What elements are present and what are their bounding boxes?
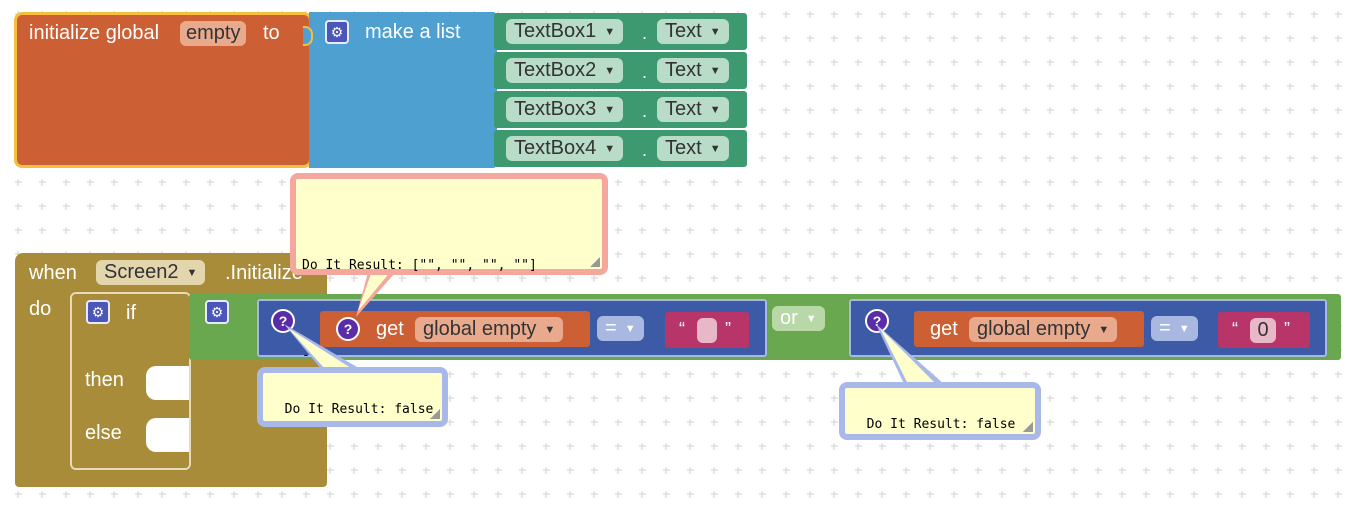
bubble-pointer-top bbox=[356, 265, 402, 317]
component-name: TextBox4 bbox=[514, 137, 597, 159]
do-label: do bbox=[29, 298, 52, 320]
bubble-pointer-right bbox=[876, 324, 944, 384]
operator: = bbox=[605, 317, 617, 339]
dot-label: . bbox=[642, 62, 648, 82]
equals-operator-dropdown[interactable]: =▼ bbox=[1151, 316, 1198, 341]
chevron-down-icon: ▼ bbox=[709, 26, 721, 38]
get-block-left[interactable]: ? get global empty ▼ bbox=[320, 311, 590, 347]
chevron-down-icon: ▼ bbox=[624, 323, 636, 335]
variable-name: global empty bbox=[977, 318, 1091, 340]
or-operator-dropdown[interactable]: or ▼ bbox=[772, 306, 825, 331]
chevron-down-icon: ▼ bbox=[604, 26, 616, 38]
resize-handle[interactable] bbox=[1023, 422, 1033, 432]
else-label: else bbox=[85, 422, 122, 444]
property-name: Text bbox=[665, 98, 702, 120]
close-quote: ” bbox=[725, 319, 731, 339]
result-text: Do It Result: false bbox=[284, 402, 434, 417]
resize-handle[interactable] bbox=[590, 257, 600, 267]
result-bubble-right: Do It Result: false bbox=[839, 382, 1041, 440]
result-text: Do It Result: ["", "", "", ""] bbox=[302, 258, 537, 273]
chevron-down-icon: ▼ bbox=[709, 143, 721, 155]
list-item[interactable]: TextBox4 ▼ . Text ▼ bbox=[494, 130, 747, 167]
property-dropdown[interactable]: Text ▼ bbox=[657, 58, 729, 83]
chevron-down-icon: ▼ bbox=[604, 104, 616, 116]
result-text: Do It Result: false bbox=[866, 417, 1016, 432]
variable-dropdown[interactable]: global empty ▼ bbox=[415, 317, 564, 342]
open-quote: “ bbox=[1232, 319, 1238, 339]
get-block-right[interactable]: get global empty ▼ bbox=[914, 311, 1144, 347]
text-block-left[interactable]: “ ” bbox=[665, 312, 749, 348]
chevron-down-icon: ▼ bbox=[1178, 323, 1190, 335]
dot-label: . bbox=[642, 23, 648, 43]
text-value-field[interactable] bbox=[697, 318, 717, 343]
chevron-down-icon: ▼ bbox=[709, 104, 721, 116]
component-name: TextBox1 bbox=[514, 20, 597, 42]
operator: = bbox=[1159, 317, 1171, 339]
text-value-field[interactable]: 0 bbox=[1250, 318, 1276, 343]
component-dropdown[interactable]: TextBox2 ▼ bbox=[506, 58, 624, 83]
close-quote: ” bbox=[1284, 319, 1290, 339]
equals-operator-dropdown[interactable]: =▼ bbox=[597, 316, 644, 341]
dot-label: . bbox=[642, 101, 648, 121]
resize-handle[interactable] bbox=[430, 409, 440, 419]
component-name: TextBox3 bbox=[514, 98, 597, 120]
list-item[interactable]: TextBox2 ▼ . Text ▼ bbox=[494, 52, 747, 89]
property-dropdown[interactable]: Text ▼ bbox=[657, 19, 729, 44]
result-bubble-top: Do It Result: ["", "", "", ""] --- bbox=[290, 173, 608, 363]
variable-name: global empty bbox=[423, 318, 537, 340]
chevron-down-icon: ▼ bbox=[186, 267, 198, 279]
chevron-down-icon: ▼ bbox=[805, 313, 817, 325]
init-label: initialize global bbox=[29, 22, 160, 44]
list-item[interactable]: TextBox1 ▼ . Text ▼ bbox=[494, 13, 747, 50]
get-label: get bbox=[376, 318, 404, 340]
question-icon[interactable]: ? bbox=[336, 317, 360, 341]
variable-dropdown[interactable]: global empty ▼ bbox=[969, 317, 1118, 342]
event-name: .Initialize bbox=[225, 262, 303, 284]
component-dropdown[interactable]: TextBox4 ▼ bbox=[506, 136, 624, 161]
or-label: or bbox=[780, 307, 798, 329]
open-quote: “ bbox=[679, 319, 685, 339]
get-label: get bbox=[930, 318, 958, 340]
component-dropdown[interactable]: TextBox1 ▼ bbox=[506, 19, 624, 44]
dot-label: . bbox=[642, 140, 648, 160]
make-list-plug bbox=[303, 26, 313, 46]
if-label: if bbox=[126, 302, 136, 324]
variable-name-field[interactable]: empty bbox=[180, 21, 247, 46]
make-list-label: make a list bbox=[365, 21, 461, 43]
result-bubble-left: Do It Result: false bbox=[257, 367, 448, 427]
property-dropdown[interactable]: Text ▼ bbox=[657, 136, 729, 161]
property-name: Text bbox=[665, 20, 702, 42]
when-label: when bbox=[29, 262, 77, 284]
init-to-label: to bbox=[263, 22, 280, 44]
screen-name: Screen2 bbox=[104, 261, 179, 283]
chevron-down-icon: ▼ bbox=[604, 143, 616, 155]
gear-icon[interactable]: ⚙ bbox=[86, 300, 110, 324]
list-item[interactable]: TextBox3 ▼ . Text ▼ bbox=[494, 91, 747, 128]
else-slot[interactable] bbox=[146, 418, 189, 452]
chevron-down-icon: ▼ bbox=[544, 324, 556, 336]
chevron-down-icon: ▼ bbox=[709, 65, 721, 77]
then-label: then bbox=[85, 369, 124, 391]
property-name: Text bbox=[665, 59, 702, 81]
gear-icon[interactable]: ⚙ bbox=[205, 300, 229, 324]
chevron-down-icon: ▼ bbox=[1098, 324, 1110, 336]
screen-dropdown[interactable]: Screen2 ▼ bbox=[96, 260, 206, 285]
component-dropdown[interactable]: TextBox3 ▼ bbox=[506, 97, 624, 122]
if-block-inner: ⚙ if then else bbox=[72, 294, 189, 468]
property-name: Text bbox=[665, 137, 702, 159]
chevron-down-icon: ▼ bbox=[604, 65, 616, 77]
question-icon[interactable]: ? bbox=[865, 309, 889, 333]
property-dropdown[interactable]: Text ▼ bbox=[657, 97, 729, 122]
initialize-global-block[interactable]: initialize global empty to bbox=[14, 12, 312, 168]
bubble-pointer-left bbox=[284, 324, 362, 370]
gear-icon[interactable]: ⚙ bbox=[325, 20, 349, 44]
then-slot[interactable] bbox=[146, 366, 189, 400]
component-name: TextBox2 bbox=[514, 59, 597, 81]
make-list-block[interactable]: ⚙ make a list bbox=[303, 12, 497, 168]
text-block-right[interactable]: “ 0 ” bbox=[1218, 312, 1310, 348]
